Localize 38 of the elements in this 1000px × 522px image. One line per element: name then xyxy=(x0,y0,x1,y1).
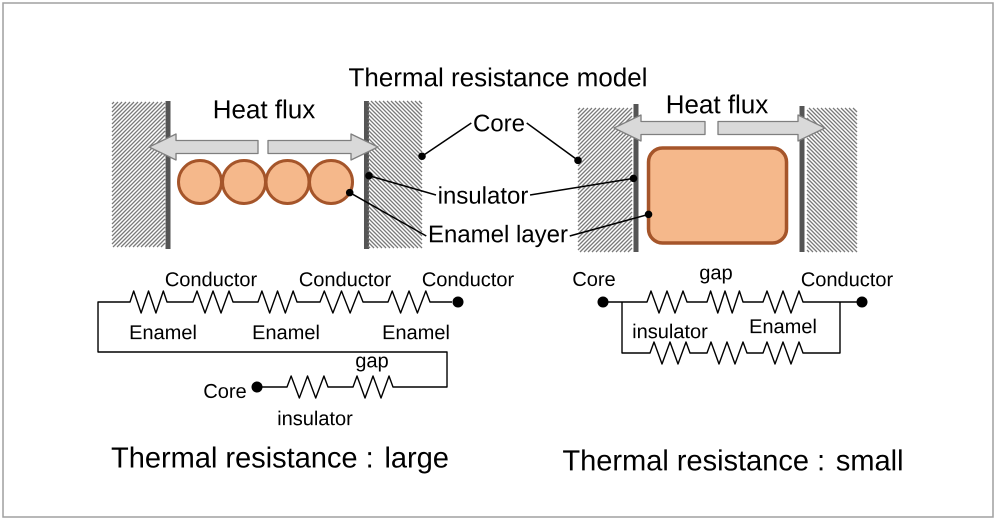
circle xyxy=(308,159,354,205)
circle xyxy=(264,159,311,205)
circle xyxy=(177,159,223,205)
resistor-label: Enamel xyxy=(254,324,319,340)
hatched-wall xyxy=(367,100,423,249)
block-arrow xyxy=(148,133,259,161)
resistor-label: Enamel xyxy=(750,318,816,334)
leader-line xyxy=(530,174,638,196)
callout-label: Enamel layer xyxy=(430,224,568,248)
resistor-label: gap xyxy=(700,268,732,284)
terminal-label: Conductor xyxy=(422,272,514,286)
caption: Thermal resistance : small xyxy=(563,449,902,471)
hatched-wall xyxy=(806,107,858,253)
arrow-label: Heat flux xyxy=(214,99,315,119)
leader-line xyxy=(418,122,472,160)
resistor-label: gap xyxy=(356,356,388,372)
hatched-wall xyxy=(111,101,166,248)
rounded-rectangle xyxy=(646,146,788,245)
terminal-label: Core xyxy=(204,384,246,398)
caption: Thermal resistance : large xyxy=(112,446,448,474)
resistor-label: Conductor xyxy=(300,272,391,286)
resistor-label: Enamel xyxy=(384,324,449,340)
arrow-label: Heat flux xyxy=(668,94,768,114)
callout-label: Core xyxy=(474,114,524,132)
resistor-label: insulator xyxy=(634,324,708,338)
circle xyxy=(221,159,267,205)
terminal-label: Conductor xyxy=(802,272,893,286)
resistor-label: Conductor xyxy=(166,272,257,286)
block-arrow xyxy=(613,114,706,142)
resistor-label: insulator xyxy=(278,410,352,426)
callout-label: insulator xyxy=(439,186,528,204)
leader-line xyxy=(526,122,582,164)
title: Thermal resistance model xyxy=(349,67,646,87)
block-arrow xyxy=(717,114,826,142)
block-arrow xyxy=(267,133,379,161)
resistor-label: Enamel xyxy=(130,324,196,340)
hatched-wall xyxy=(577,107,633,253)
terminal-label: Core xyxy=(573,272,615,286)
